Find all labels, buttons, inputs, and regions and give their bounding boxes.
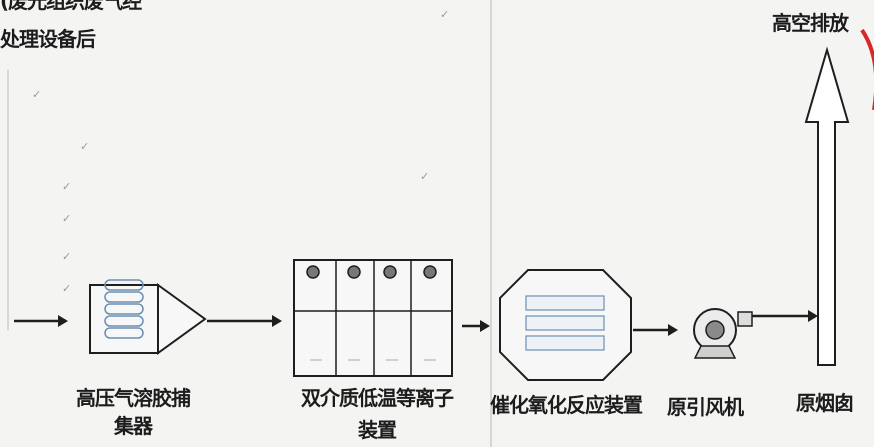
scan-mark: ✓ <box>62 250 72 263</box>
scan-mark: ✓ <box>80 140 90 153</box>
collector-label-line2: 集器 <box>114 414 153 438</box>
scan-mark: ✓ <box>62 212 72 225</box>
scan-mark: ✓ <box>440 8 450 21</box>
collector-label-line1: 高压气溶胶捕 <box>76 386 191 410</box>
plasma-label-line2: 装置 <box>358 418 397 442</box>
red-annotation-mark <box>860 28 874 110</box>
fan-label: 原引风机 <box>667 395 744 419</box>
plasma-device-icon <box>293 259 453 377</box>
top-left-label-line2: 处理设备后 <box>0 27 96 51</box>
top-left-label-line1: (废光组织废气经 <box>0 0 142 13</box>
arrow-collector-to-plasma <box>207 315 282 327</box>
aerosol-collector-icon <box>89 279 207 355</box>
catalytic-device-icon <box>499 269 632 381</box>
arrow-inlet <box>14 315 68 327</box>
arrow-catalytic-to-fan <box>633 324 678 336</box>
chimney-arrow-icon <box>804 46 850 366</box>
arrow-plasma-to-catalytic <box>462 320 490 332</box>
fan-icon <box>693 308 753 359</box>
scan-mark: ✓ <box>62 180 72 193</box>
chimney-label: 原烟囱 <box>796 391 854 415</box>
catalytic-label: 催化氧化反应装置 <box>490 393 643 417</box>
arrow-fan-to-chimney <box>752 310 818 322</box>
scan-mark: ✓ <box>32 88 42 101</box>
plasma-label-line1: 双介质低温等离子 <box>301 386 454 410</box>
scan-mark: ✓ <box>62 282 72 295</box>
scan-mark: ✓ <box>420 170 430 183</box>
chimney-top-label: 高空排放 <box>772 11 849 35</box>
